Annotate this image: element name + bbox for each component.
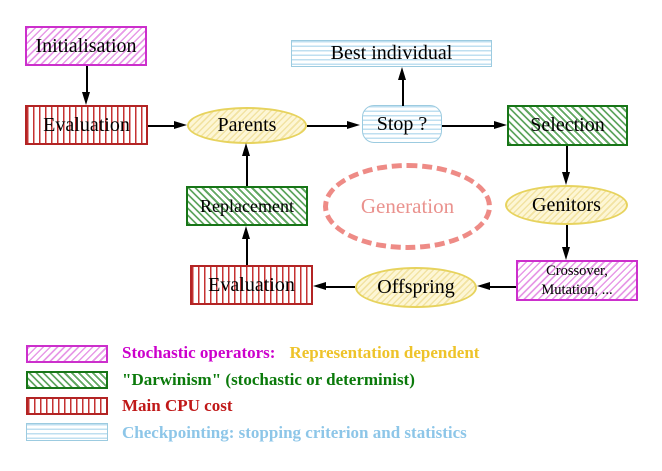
node-offspring-label: Offspring: [377, 276, 455, 298]
legend-label-checkpointing: Checkpointing: stopping criterion and st…: [122, 423, 467, 442]
arrow-line-replacement-parents: [246, 156, 248, 186]
arrowhead-parents-stop: [347, 121, 360, 129]
arrowhead-stop-best: [398, 67, 406, 80]
arrow-line-stop-selection: [442, 125, 495, 127]
generation-ellipse: Generation: [323, 163, 492, 250]
arrowhead-eval-replacement: [242, 226, 250, 239]
legend-label-darwinism: "Darwinism" (stochastic or determinist): [122, 370, 415, 389]
node-genitors: Genitors: [505, 185, 628, 225]
arrow-line-init-eval: [86, 66, 88, 93]
arrow-line-selection-genitors: [566, 146, 568, 173]
node-initialisation-label: Initialisation: [35, 34, 137, 57]
node-selection: Selection: [507, 105, 628, 146]
node-offspring: Offspring: [355, 267, 477, 308]
node-evaluation-top-label: Evaluation: [43, 113, 130, 136]
legend-row-cpu-cost: Main CPU cost: [122, 396, 232, 416]
arrow-line-parents-stop: [307, 125, 348, 127]
arrowhead-selection-genitors: [562, 172, 570, 185]
arrow-line-eval-parents: [148, 125, 175, 127]
legend-label-stochastic-operators: Stochastic operators:: [122, 343, 276, 362]
generation-label: Generation: [360, 194, 455, 218]
node-best-individual-label: Best individual: [330, 42, 453, 64]
legend-swatch-checkpointing: [26, 423, 108, 441]
arrow-line-crossover-offspring: [490, 286, 516, 288]
arrow-line-genitors-crossover: [566, 225, 568, 248]
arrow-line-stop-best: [402, 79, 404, 106]
node-parents: Parents: [187, 107, 307, 144]
node-selection-label: Selection: [530, 114, 605, 136]
node-crossover-label: Crossover,: [546, 263, 608, 280]
arrowhead-genitors-crossover: [562, 247, 570, 260]
node-best-individual: Best individual: [291, 40, 492, 67]
arrow-line-eval-replacement: [246, 239, 248, 265]
legend-row-darwinism: "Darwinism" (stochastic or determinist): [122, 370, 415, 390]
node-mutation-label: Mutation, ...: [541, 281, 613, 298]
legend-row-stochastic-operators: Stochastic operators: Representation depe…: [122, 343, 479, 363]
node-genitors-label: Genitors: [532, 193, 601, 216]
arrowhead-stop-selection: [494, 121, 507, 129]
legend-swatch-stochastic-operators: [26, 345, 108, 363]
arrowhead-eval-parents: [174, 121, 187, 129]
legend-label-cpu-cost: Main CPU cost: [122, 396, 233, 415]
node-evaluation-bottom: Evaluation: [190, 265, 313, 305]
legend-label-representation-dependent: Representation dependent: [289, 343, 480, 362]
arrowhead-crossover-offspring: [477, 282, 490, 290]
node-replacement-label: Replacement: [200, 195, 294, 216]
arrow-line-offspring-eval: [326, 286, 355, 288]
node-initialisation: Initialisation: [25, 26, 147, 66]
node-replacement: Replacement: [186, 186, 308, 226]
node-crossover-mutation: Crossover, Mutation, ...: [516, 260, 638, 301]
legend-swatch-darwinism: [26, 371, 108, 389]
node-evaluation-bottom-label: Evaluation: [208, 273, 295, 296]
legend-swatch-cpu-cost: [26, 397, 108, 415]
arrowhead-replacement-parents: [242, 143, 250, 156]
node-stop: Stop ?: [362, 105, 442, 143]
arrowhead-offspring-eval: [313, 282, 326, 290]
node-stop-label: Stop ?: [376, 112, 428, 135]
node-parents-label: Parents: [217, 114, 277, 136]
legend-row-checkpointing: Checkpointing: stopping criterion and st…: [122, 423, 467, 443]
node-evaluation-top: Evaluation: [25, 105, 148, 145]
arrowhead-init-eval: [82, 92, 90, 105]
